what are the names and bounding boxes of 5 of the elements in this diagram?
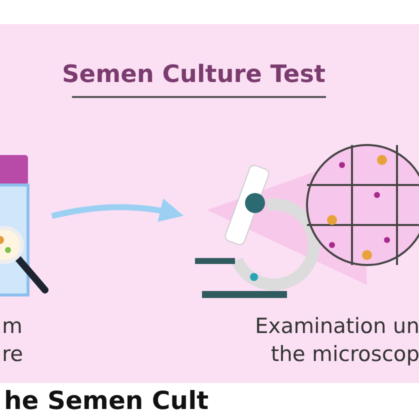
step-label: Examination un the microscop	[255, 313, 419, 368]
heading: he Semen Cult	[4, 386, 209, 415]
step-label: m re	[2, 313, 24, 368]
arrow	[51, 198, 184, 222]
title: Semen Culture Test	[62, 60, 326, 88]
